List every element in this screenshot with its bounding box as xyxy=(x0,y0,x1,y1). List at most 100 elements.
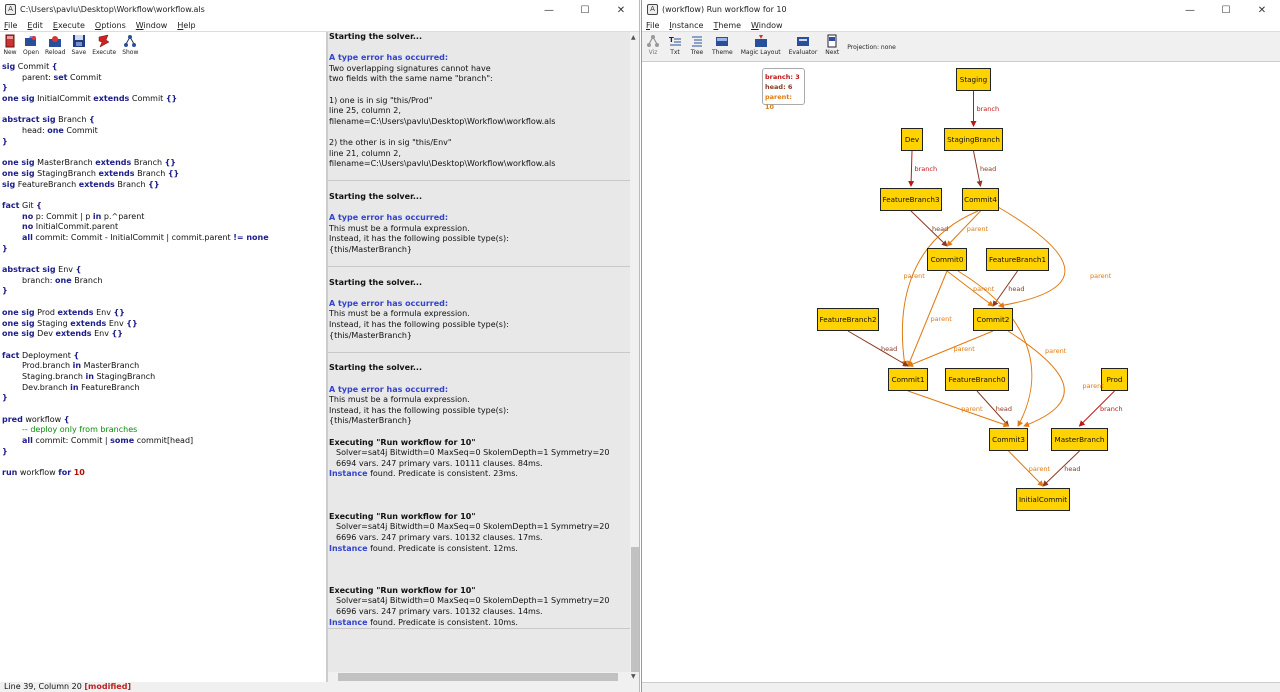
node-commit2[interactable]: Commit2 xyxy=(973,308,1013,331)
instance-link[interactable]: Instance xyxy=(329,469,368,479)
log-text: found. Predicate is consistent. 10ms. xyxy=(367,617,518,627)
node-dev[interactable]: Dev xyxy=(901,128,923,151)
viz-menu-file[interactable]: File xyxy=(646,21,660,30)
edge-label-head: head xyxy=(881,344,898,353)
close-button[interactable]: ✕ xyxy=(616,4,626,16)
code-token: Branch xyxy=(134,168,168,178)
viz-button[interactable]: Viz xyxy=(642,32,664,56)
evaluator-button[interactable]: Evaluator xyxy=(785,32,822,56)
node-feature-branch2[interactable]: FeatureBranch2 xyxy=(817,308,879,331)
code-token: sig xyxy=(2,179,16,189)
code-token: 10 xyxy=(73,468,85,478)
new-button[interactable]: New xyxy=(0,32,20,62)
log-text: found. Predicate is consistent. 12ms. xyxy=(367,543,518,553)
log-line: Instead, it has the following possible t… xyxy=(329,406,630,417)
log-vertical-scrollbar[interactable]: ▲ ▼ xyxy=(630,32,639,682)
code-line xyxy=(2,148,326,159)
magic-layout-button[interactable]: Magic Layout xyxy=(737,32,785,56)
log-text: {this/MasterBranch} xyxy=(329,244,413,254)
code-line: Prod.branch in MasterBranch xyxy=(2,361,326,372)
code-line: one sig InitialCommit extends Commit {} xyxy=(2,94,326,105)
code-line: run workflow for 10 xyxy=(2,468,326,479)
show-button[interactable]: Show xyxy=(119,32,141,62)
split-pane-divider[interactable] xyxy=(326,32,328,682)
log-line: 2) the other is in sig "this/Env" xyxy=(329,138,630,149)
code-line: no p: Commit | p in p.^parent xyxy=(2,212,326,223)
node-commit4[interactable]: Commit4 xyxy=(962,188,999,211)
open-button[interactable]: Open xyxy=(20,32,42,62)
log-text: Starting the solver... xyxy=(329,191,422,201)
node-master-branch[interactable]: MasterBranch xyxy=(1051,428,1108,451)
menu-help[interactable]: Help xyxy=(177,21,196,30)
minimize-button[interactable]: — xyxy=(544,4,554,16)
node-feature-branch0[interactable]: FeatureBranch0 xyxy=(945,368,1009,391)
code-token: extends xyxy=(95,158,132,168)
code-token: branch: xyxy=(22,275,56,285)
viz-status-bar xyxy=(642,682,1280,692)
viz-maximize-button[interactable]: ☐ xyxy=(1221,4,1231,16)
code-token: {} xyxy=(113,307,125,317)
menu-window[interactable]: Window xyxy=(135,21,168,30)
code-token xyxy=(2,436,22,445)
menu-execute[interactable]: Execute xyxy=(52,21,85,30)
code-line: sig Commit { xyxy=(2,62,326,73)
code-token: p: Commit | p xyxy=(33,211,93,221)
edge-parent xyxy=(946,210,981,247)
node-commit1[interactable]: Commit1 xyxy=(888,368,928,391)
code-token: { xyxy=(36,200,42,210)
edge-label-parent: parent xyxy=(1082,382,1104,390)
scroll-up-arrow-icon[interactable]: ▲ xyxy=(631,34,636,41)
code-token: commit: Commit - InitialCommit | commit.… xyxy=(32,233,234,242)
execute-button[interactable]: Execute xyxy=(89,32,119,62)
code-token xyxy=(2,383,22,392)
node-commit3[interactable]: Commit3 xyxy=(989,428,1028,451)
code-token: head: xyxy=(22,126,48,136)
log-block: Starting the solver...A type error has o… xyxy=(328,181,630,268)
node-staging[interactable]: Staging xyxy=(956,68,991,91)
menu-edit[interactable]: Edit xyxy=(27,21,43,30)
log-text: This must be a formula expression. xyxy=(329,309,470,319)
log-hscroll-thumb[interactable] xyxy=(338,673,618,681)
code-editor[interactable]: sig Commit {parent: set Commit}one sig I… xyxy=(0,62,326,680)
code-token: one xyxy=(47,126,64,136)
code-token: Prod.branch xyxy=(22,361,73,371)
menu-file[interactable]: File xyxy=(4,21,18,30)
viz-menu-theme[interactable]: Theme xyxy=(713,21,742,30)
theme-button[interactable]: Theme xyxy=(708,32,737,56)
log-text: Starting the solver... xyxy=(329,277,422,287)
log-text: A type error has occurred: xyxy=(329,384,449,394)
viz-menu-window[interactable]: Window xyxy=(751,21,783,30)
node-initial-commit[interactable]: InitialCommit xyxy=(1016,488,1070,511)
viz-close-button[interactable]: ✕ xyxy=(1257,4,1267,16)
node-feature-branch3[interactable]: FeatureBranch3 xyxy=(880,188,942,211)
code-token: extends xyxy=(78,179,115,189)
txt-button[interactable]: T Txt xyxy=(664,32,686,56)
log-horizontal-scrollbar[interactable] xyxy=(328,672,630,682)
log-line xyxy=(329,341,630,352)
code-token: { xyxy=(73,350,80,360)
node-commit0[interactable]: Commit0 xyxy=(927,248,967,271)
log-text: line 21, column 2, xyxy=(329,148,401,158)
maximize-button[interactable]: ☐ xyxy=(580,4,590,16)
viz-menu-instance[interactable]: Instance xyxy=(669,21,704,30)
node-feature-branch1[interactable]: FeatureBranch1 xyxy=(986,248,1049,271)
code-token: StagingBranch xyxy=(93,371,156,381)
node-prod[interactable]: Prod xyxy=(1101,368,1128,391)
save-button[interactable]: Save xyxy=(68,32,89,62)
code-token: Commit xyxy=(67,72,102,82)
scroll-down-arrow-icon[interactable]: ▼ xyxy=(631,673,636,680)
instance-link[interactable]: Instance xyxy=(329,617,368,627)
log-line: This must be a formula expression. xyxy=(329,309,630,320)
instance-link[interactable]: Instance xyxy=(329,543,368,553)
reload-button[interactable]: Reload xyxy=(42,32,68,62)
viz-minimize-button[interactable]: — xyxy=(1185,4,1195,16)
execute-icon xyxy=(98,34,110,48)
node-staging-branch[interactable]: StagingBranch xyxy=(944,128,1003,151)
tree-button[interactable]: Tree xyxy=(686,32,708,56)
code-token: one sig xyxy=(2,94,35,104)
next-button[interactable]: Next xyxy=(821,32,843,56)
edge-label-branch: branch xyxy=(976,104,1000,113)
log-scroll-thumb[interactable] xyxy=(631,547,639,672)
menu-options[interactable]: Options xyxy=(94,21,126,30)
